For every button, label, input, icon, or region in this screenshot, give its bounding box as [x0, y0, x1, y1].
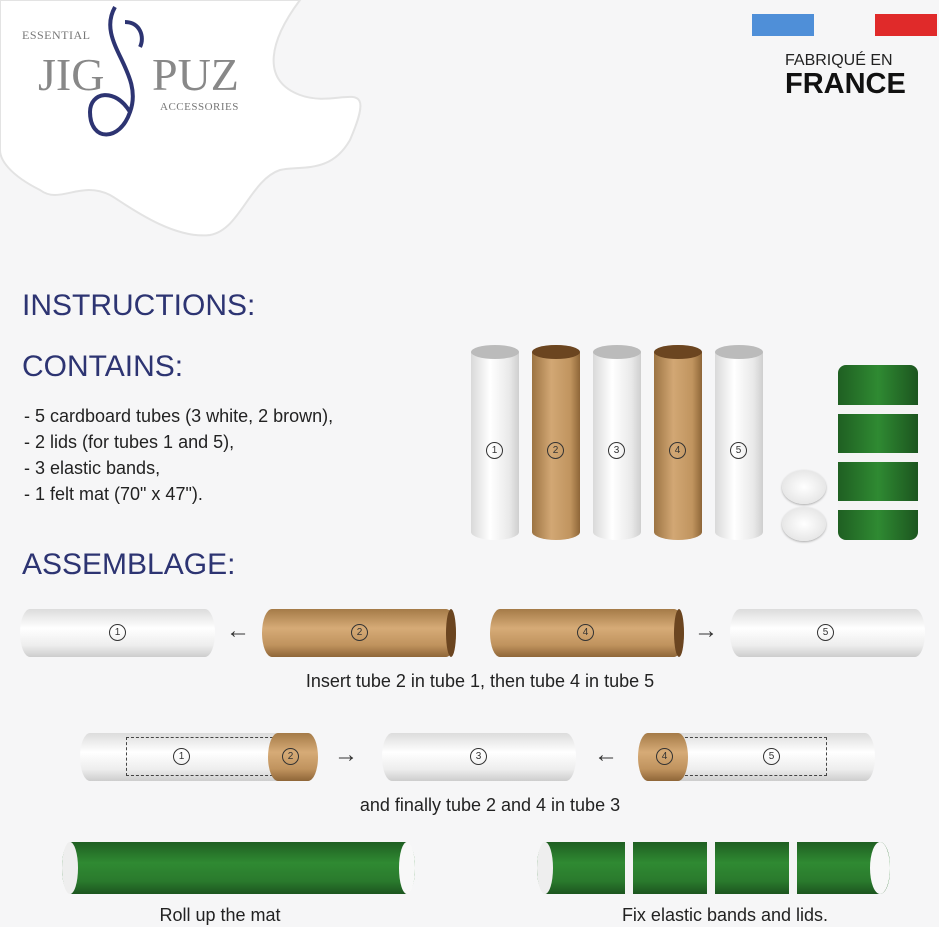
tube-1: 1	[471, 345, 519, 540]
elastic-band	[838, 501, 918, 510]
elastic-band	[838, 453, 918, 462]
lid	[782, 470, 826, 504]
arrow-right-icon: →	[694, 617, 718, 644]
rolled-mat-with-bands	[537, 842, 890, 894]
tube-4-end: 4	[638, 733, 688, 781]
made-in-label: FABRIQUÉ EN	[785, 52, 893, 69]
tube-number: 5	[817, 624, 834, 641]
tube-1-with-2: 1 2	[80, 733, 318, 781]
tube-number: 5	[763, 748, 780, 765]
contains-heading: CONTAINS:	[22, 350, 184, 383]
arrow-left-icon: ←	[226, 617, 250, 644]
list-item: - 5 cardboard tubes (3 white, 2 brown),	[24, 406, 334, 426]
step-1-caption: Insert tube 2 in tube 1, then tube 4 in …	[305, 671, 655, 691]
tube-1-horizontal: 1	[20, 609, 215, 657]
tube-number: 2	[547, 442, 564, 459]
tube-number: 2	[351, 624, 368, 641]
elastic-band	[707, 842, 715, 894]
tube-number: 3	[470, 748, 487, 765]
elastic-band	[838, 405, 918, 414]
assemblage-heading: ASSEMBLAGE:	[22, 548, 236, 581]
step-2-caption: and finally tube 2 and 4 in tube 3	[359, 795, 621, 815]
puzzle-piece-graphic	[0, 0, 362, 237]
country-label: FRANCE	[785, 68, 906, 100]
tube-number: 1	[173, 748, 190, 765]
tube-2: 2	[532, 345, 580, 540]
tube-number: 4	[656, 748, 673, 765]
step-4-caption: Fix elastic bands and lids.	[621, 905, 829, 925]
tube-3-horizontal: 3	[382, 733, 576, 781]
tube-5-horizontal: 5	[730, 609, 925, 657]
logo-essential: ESSENTIAL	[22, 28, 91, 42]
tube-4-horizontal: 4	[490, 609, 684, 657]
elastic-band	[625, 842, 633, 894]
logo-swirl-icon	[87, 6, 144, 137]
hidden-tube-outline	[680, 737, 827, 776]
tube-number: 3	[608, 442, 625, 459]
rolled-mat	[62, 842, 415, 894]
tube-number: 4	[669, 442, 686, 459]
lid	[782, 507, 826, 541]
tube-5-with-4: 5 4	[638, 733, 875, 781]
tube-5: 5	[715, 345, 763, 540]
step-3-caption: Roll up the mat	[159, 905, 281, 925]
tube-number: 2	[282, 748, 299, 765]
flag-blue	[752, 14, 814, 36]
hidden-tube-outline	[126, 737, 278, 776]
tube-number: 1	[109, 624, 126, 641]
instructions-heading: INSTRUCTIONS:	[22, 289, 256, 322]
contents-list: - 5 cardboard tubes (3 white, 2 brown), …	[24, 403, 333, 507]
flag-red	[875, 14, 937, 36]
tube-number: 1	[486, 442, 503, 459]
logo-jig: JIG	[38, 49, 105, 100]
logo-puz: PUZ	[152, 49, 239, 100]
tube-2-horizontal: 2	[262, 609, 456, 657]
list-item: - 1 felt mat (70" x 47").	[24, 484, 203, 504]
elastic-band	[789, 842, 797, 894]
logo-accessories: ACCESSORIES	[160, 101, 239, 113]
arrow-left-icon: ←	[594, 741, 618, 768]
arrow-right-icon: →	[334, 741, 358, 768]
list-item: - 2 lids (for tubes 1 and 5),	[24, 432, 235, 452]
tube-3: 3	[593, 345, 641, 540]
list-item: - 3 elastic bands,	[24, 458, 161, 478]
tube-number: 5	[730, 442, 747, 459]
rolled-mat-upright	[838, 365, 918, 540]
tube-4: 4	[654, 345, 702, 540]
tube-number: 4	[577, 624, 594, 641]
tube-2-end: 2	[268, 733, 318, 781]
